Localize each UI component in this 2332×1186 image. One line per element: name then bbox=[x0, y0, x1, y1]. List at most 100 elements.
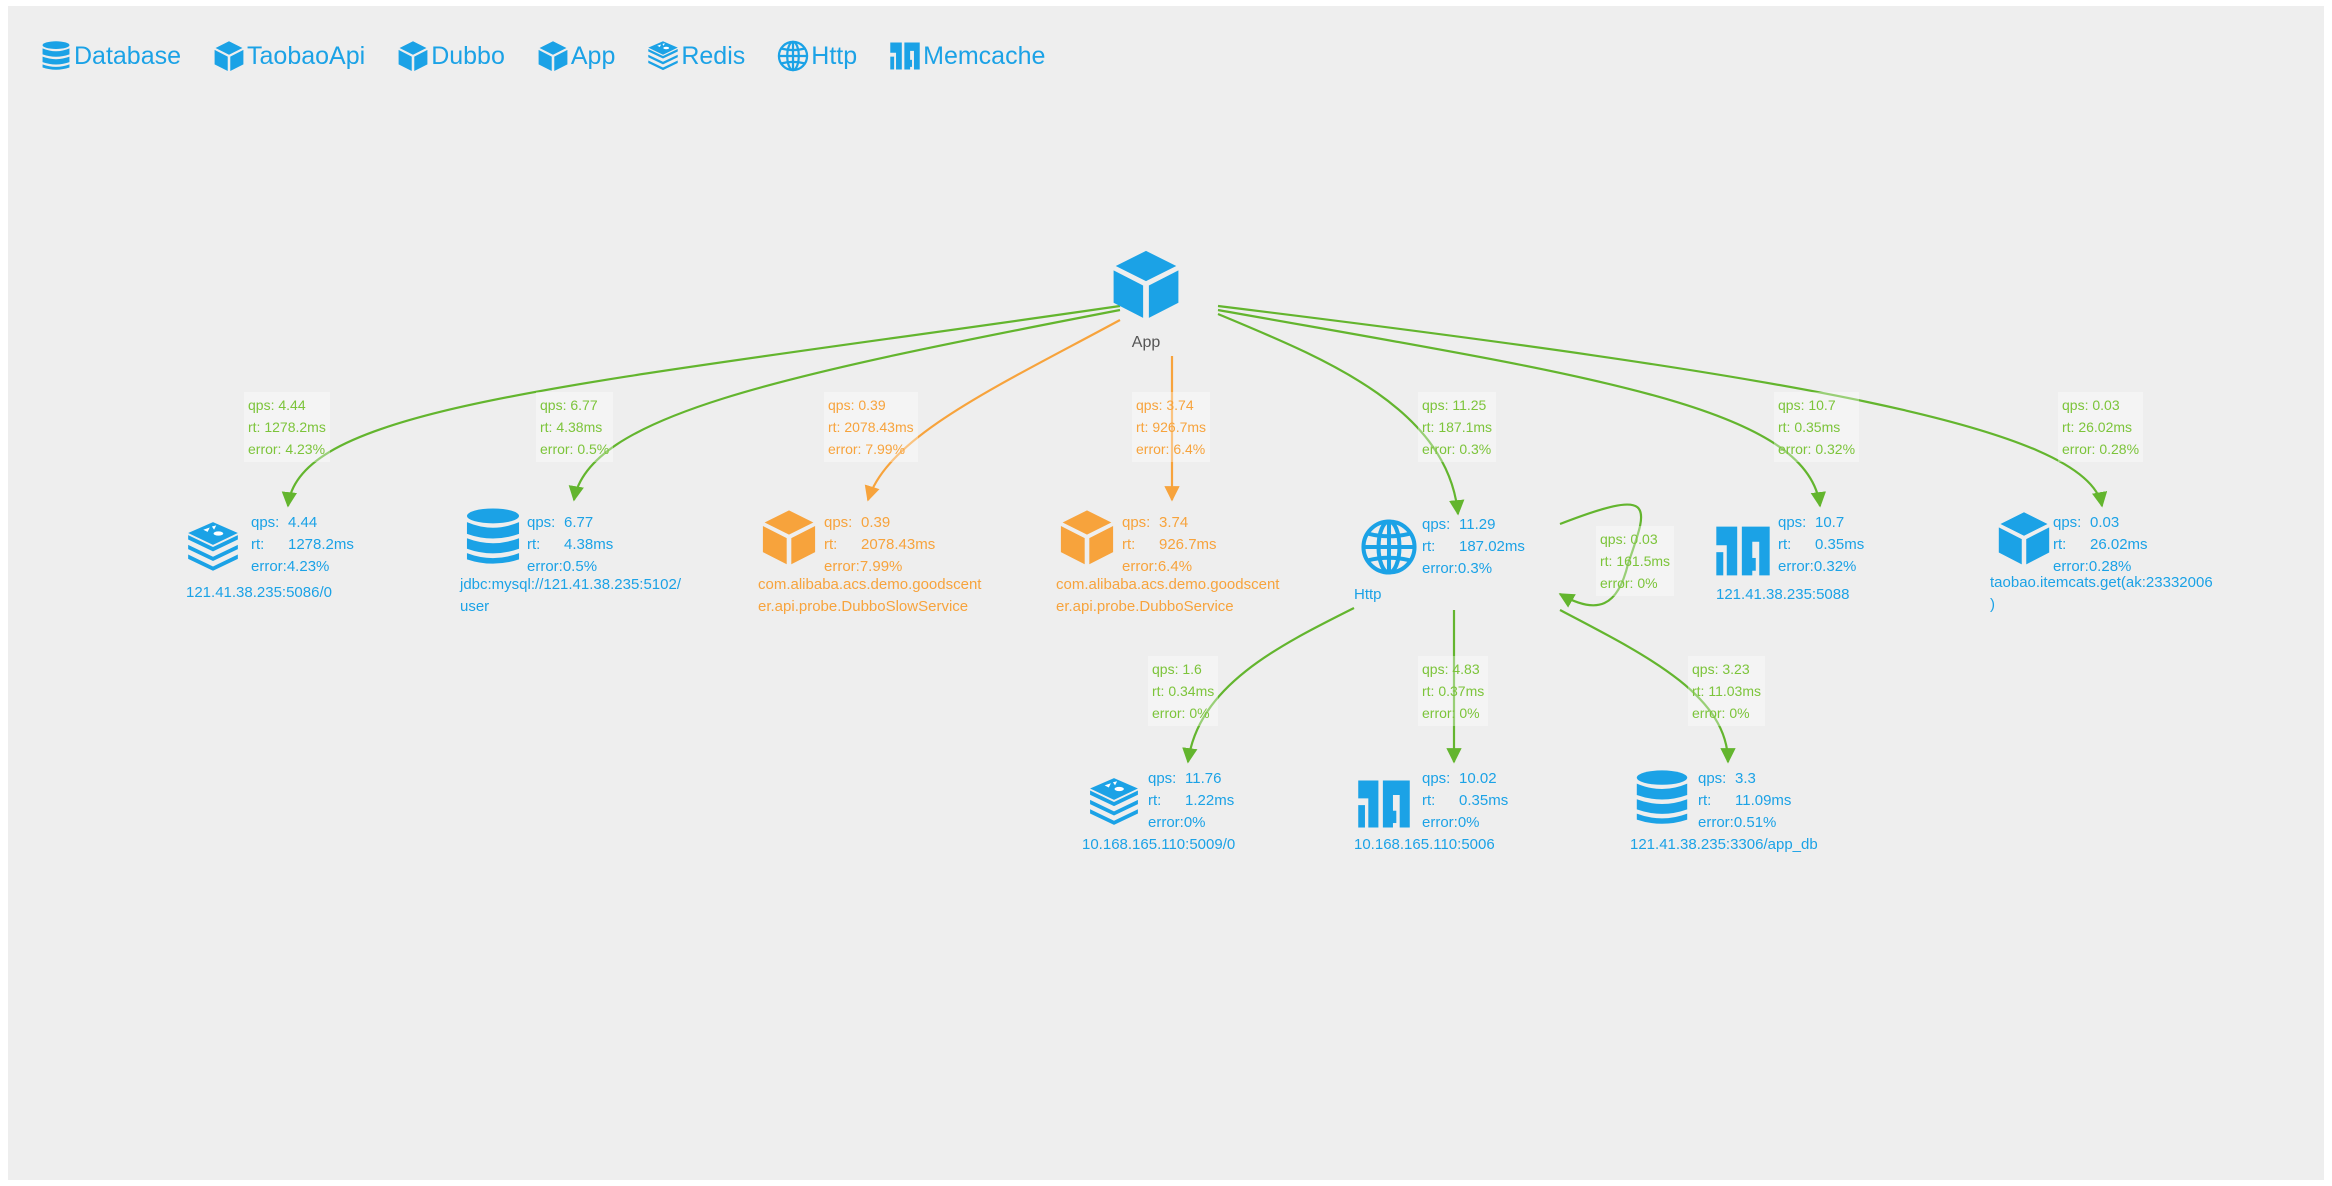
legend-item-dubbo[interactable]: Dubbo bbox=[395, 40, 505, 72]
metric-key: qps: bbox=[1122, 514, 1151, 531]
metric-qps: 3.3 bbox=[1735, 770, 1756, 787]
edge-metric-error: error: 0.28% bbox=[2062, 441, 2140, 457]
node-label-line: 10.168.165.110:5006 bbox=[1354, 836, 1495, 853]
node-label-line: ) bbox=[1990, 596, 1995, 613]
edge-app-mysql[interactable] bbox=[568, 308, 1121, 502]
edge-http-appdb[interactable] bbox=[1559, 609, 1736, 764]
edge-metric-rt: rt: 0.34ms bbox=[1152, 683, 1215, 699]
metric-key: error: bbox=[1778, 558, 1814, 575]
metric-qps: 10.02 bbox=[1459, 770, 1497, 787]
edge-metric-rt: rt: 26.02ms bbox=[2062, 419, 2133, 435]
topology-canvas[interactable]: Database TaobaoApi Dubbo App Redis Http … bbox=[8, 6, 2324, 1180]
memcache-icon bbox=[1356, 776, 1412, 837]
edge-app-taobao[interactable] bbox=[1217, 304, 2108, 508]
metric-key: rt: bbox=[251, 536, 265, 553]
legend-item-memcache[interactable]: Memcache bbox=[887, 40, 1045, 72]
edge-metric-error: error: 4.23% bbox=[248, 441, 326, 457]
edge-metric-error: error: 0% bbox=[1600, 575, 1658, 591]
edge-metric-rt: rt: 161.5ms bbox=[1600, 553, 1671, 569]
node-label: taobao.itemcats.get(ak:23332006) bbox=[1990, 572, 2213, 616]
metric-key: error: bbox=[2053, 558, 2089, 575]
globe-icon bbox=[1360, 518, 1418, 581]
edge-metric-rt: rt: 187.1ms bbox=[1422, 419, 1493, 435]
metric-qps: 4.44 bbox=[288, 514, 318, 531]
node-label: 121.41.38.235:3306/app_db bbox=[1630, 834, 1818, 856]
legend-item-redis[interactable]: Redis bbox=[645, 40, 745, 72]
node-label-line: jdbc:mysql://121.41.38.235:5102/ bbox=[460, 576, 681, 593]
edge-metric-rt: rt: 0.37ms bbox=[1422, 683, 1485, 699]
legend-item-http[interactable]: Http bbox=[775, 40, 857, 72]
edge-metric-rt: rt: 4.38ms bbox=[540, 419, 603, 435]
legend-item-app[interactable]: App bbox=[535, 40, 615, 72]
node-label-line: user bbox=[460, 598, 490, 615]
metric-key: error: bbox=[1122, 558, 1158, 575]
globe-icon bbox=[777, 40, 809, 72]
edge-metric-error: error: 0.32% bbox=[1778, 441, 1856, 457]
metric-rt: 1.22ms bbox=[1185, 792, 1235, 809]
edge-app-redis1[interactable] bbox=[281, 304, 1121, 508]
edge-app-memcache1[interactable] bbox=[1217, 308, 1826, 508]
edge-metric-rt: rt: 11.03ms bbox=[1692, 683, 1761, 699]
metric-key: qps: bbox=[1698, 770, 1727, 787]
edge-metric-error: error: 0.5% bbox=[540, 441, 610, 457]
metric-key: rt: bbox=[2053, 536, 2067, 553]
memcache-icon bbox=[1714, 522, 1772, 585]
metric-qps: 0.03 bbox=[2090, 514, 2120, 531]
legend-label: App bbox=[570, 41, 616, 70]
metric-error: 4.23% bbox=[286, 558, 330, 575]
edge-metric-error: error: 7.99% bbox=[828, 441, 906, 457]
metric-key: error: bbox=[1422, 560, 1458, 577]
metric-key: rt: bbox=[824, 536, 838, 553]
metric-key: rt: bbox=[1122, 536, 1136, 553]
legend-item-taobaoapi[interactable]: TaobaoApi bbox=[211, 40, 365, 72]
node-label: App bbox=[1131, 334, 1161, 351]
metric-error: 0.51% bbox=[1733, 814, 1777, 831]
edge-http-http[interactable] bbox=[1558, 503, 1643, 608]
metric-error: 0.3% bbox=[1457, 560, 1493, 577]
metric-key: rt: bbox=[1422, 792, 1436, 809]
legend-label: Dubbo bbox=[431, 41, 505, 70]
metric-error: 0% bbox=[1183, 814, 1206, 831]
node-label-line: 121.41.38.235:5088 bbox=[1716, 586, 1850, 603]
metric-key: error: bbox=[824, 558, 860, 575]
edge-metric-qps: qps: 6.77 bbox=[540, 397, 598, 413]
metric-qps: 11.29 bbox=[1459, 516, 1496, 533]
edge-metric-rt: rt: 0.35ms bbox=[1778, 419, 1841, 435]
metric-qps: 0.39 bbox=[861, 514, 891, 531]
legend-label: Database bbox=[74, 41, 182, 70]
database-icon bbox=[40, 40, 72, 72]
edge-metric-qps: qps: 11.25 bbox=[1422, 397, 1487, 413]
edge-metric-error: error: 0% bbox=[1422, 705, 1480, 721]
edge-metric-error: error: 0% bbox=[1152, 705, 1210, 721]
metric-key: rt: bbox=[1778, 536, 1792, 553]
edge-http-redis2[interactable] bbox=[1182, 607, 1355, 764]
metric-rt: 26.02ms bbox=[2090, 536, 2148, 553]
edge-layer bbox=[281, 304, 2108, 764]
metric-rt: 2078.43ms bbox=[861, 536, 936, 553]
edge-metric-qps: qps: 0.39 bbox=[828, 397, 886, 413]
metric-key: rt: bbox=[527, 536, 541, 553]
node-label: 10.168.165.110:5009/0 bbox=[1082, 834, 1235, 856]
metric-error: 0.28% bbox=[2088, 558, 2132, 575]
edge-app-http[interactable] bbox=[1217, 312, 1465, 516]
edge-app-dubboslow[interactable] bbox=[864, 319, 1121, 502]
legend-label: Http bbox=[811, 41, 858, 70]
database-icon bbox=[1632, 768, 1692, 833]
metric-error: 6.4% bbox=[1157, 558, 1193, 575]
legend-label: TaobaoApi bbox=[247, 41, 366, 70]
node-app[interactable]: App bbox=[1104, 248, 1188, 358]
edge-metric-error: error: 6.4% bbox=[1136, 441, 1206, 457]
metric-key: qps: bbox=[2053, 514, 2082, 531]
cube-icon bbox=[1996, 510, 2052, 571]
legend-item-database[interactable]: Database bbox=[38, 40, 181, 72]
metric-qps: 11.76 bbox=[1185, 770, 1222, 787]
